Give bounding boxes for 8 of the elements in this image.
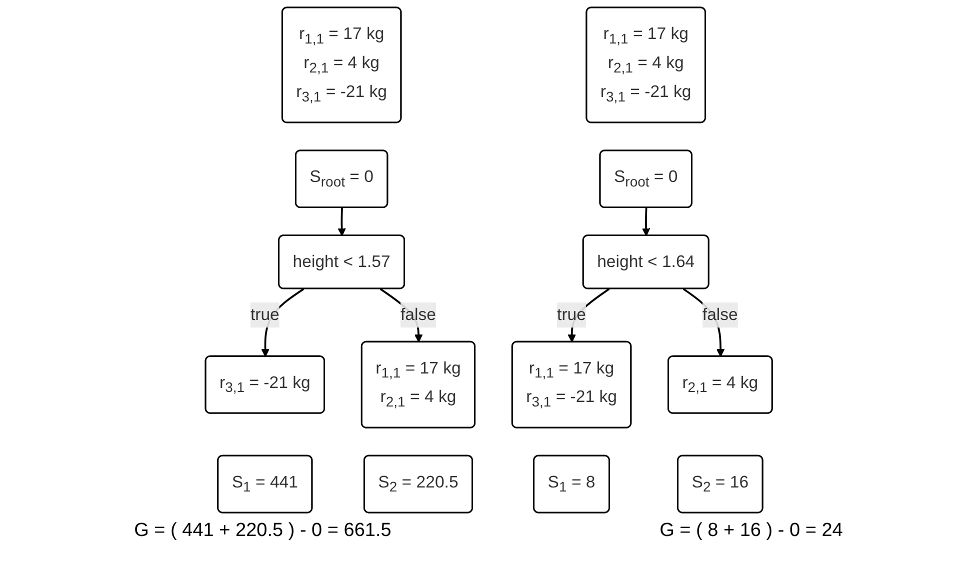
edge-label: true <box>250 305 280 324</box>
edge-label: false <box>400 305 436 324</box>
arrow <box>337 208 346 236</box>
edge-label: false <box>702 305 738 324</box>
formula-text: G = ( 441 + 220.5 ) - 0 = 661.5 <box>134 520 392 542</box>
formula-text: G = ( 8 + 16 ) - 0 = 24 <box>660 520 843 542</box>
arrow <box>642 208 650 236</box>
edge-label: true <box>556 305 586 324</box>
